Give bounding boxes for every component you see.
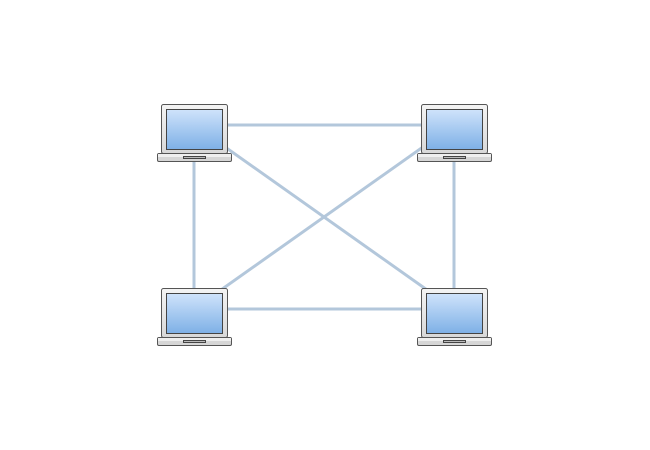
- laptop-icon: [157, 288, 232, 346]
- laptop-icon: [157, 104, 232, 162]
- link-laptop-top-right-to-laptop-bottom-left: [193, 123, 455, 311]
- laptop-top-left[interactable]: [157, 104, 232, 162]
- nodes: [157, 104, 492, 346]
- laptop-top-right[interactable]: [417, 104, 492, 162]
- laptop-icon: [417, 288, 492, 346]
- laptop-icon: [417, 104, 492, 162]
- laptop-bottom-right[interactable]: [417, 288, 492, 346]
- links: [192, 123, 456, 311]
- laptop-bottom-left[interactable]: [157, 288, 232, 346]
